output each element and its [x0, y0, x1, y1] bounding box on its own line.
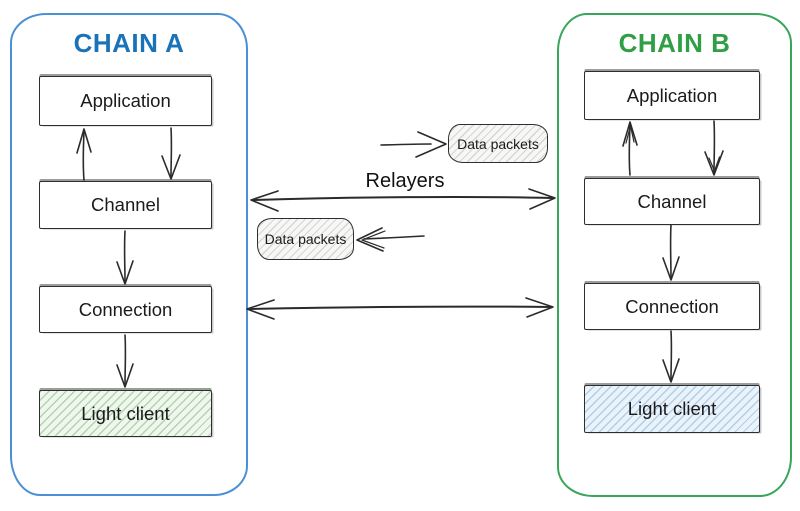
- chain-a-connection-label: Connection: [78, 298, 173, 320]
- arrowhead-left-double-icon: [361, 230, 386, 249]
- chain-a-connection-box: Connection: [39, 286, 212, 333]
- relayers-arrowhead-right-icon: [528, 188, 556, 210]
- data-packets-b-to-a-pill: Data packets: [257, 218, 354, 260]
- relayers-arrowhead-left-icon: [250, 190, 279, 212]
- arrow-into-data-packets-top: [380, 143, 432, 146]
- data-packets-a-to-b-label: Data packets: [457, 135, 539, 152]
- chain-b-connection-box: Connection: [584, 283, 760, 330]
- chain-a-application-label: Application: [80, 90, 171, 111]
- chain-b-channel-box: Channel: [584, 178, 760, 225]
- chain-b-connection-label: Connection: [625, 295, 719, 317]
- chain-a-channel-label: Channel: [91, 194, 160, 215]
- connection-arrow: [248, 305, 552, 310]
- chain-a-light-client-box: Light client: [39, 390, 212, 437]
- chain-b-application-label: Application: [626, 84, 718, 106]
- arrowhead-right-icon: [415, 131, 447, 158]
- relayers-arrow: [252, 195, 554, 201]
- relayers-label: Relayers: [365, 170, 445, 192]
- chain-b-container: CHAIN B Application Channel Connection L…: [557, 13, 792, 497]
- chain-b-title: CHAIN B: [618, 28, 731, 58]
- chain-b-application-box: Application: [584, 71, 760, 120]
- arrow-into-data-packets-bottom: [363, 235, 425, 240]
- chain-a-application-box: Application: [39, 76, 212, 126]
- chain-a-light-client-label: Light client: [81, 402, 170, 424]
- chain-b-light-client-label: Light client: [627, 398, 717, 419]
- connection-arrowhead-right-icon: [525, 297, 554, 318]
- chain-b-light-client-box: Light client: [584, 385, 760, 433]
- chain-a-title: CHAIN A: [73, 28, 185, 58]
- chain-a-channel-box: Channel: [39, 181, 212, 229]
- chain-b-channel-label: Channel: [637, 190, 707, 212]
- data-packets-a-to-b-pill: Data packets: [448, 124, 548, 163]
- arrowhead-left-icon: [356, 227, 384, 252]
- data-packets-b-to-a-label: Data packets: [264, 231, 347, 247]
- connection-arrowhead-left-icon: [246, 299, 275, 320]
- chain-a-container: CHAIN A Application Channel Connection L…: [10, 13, 248, 496]
